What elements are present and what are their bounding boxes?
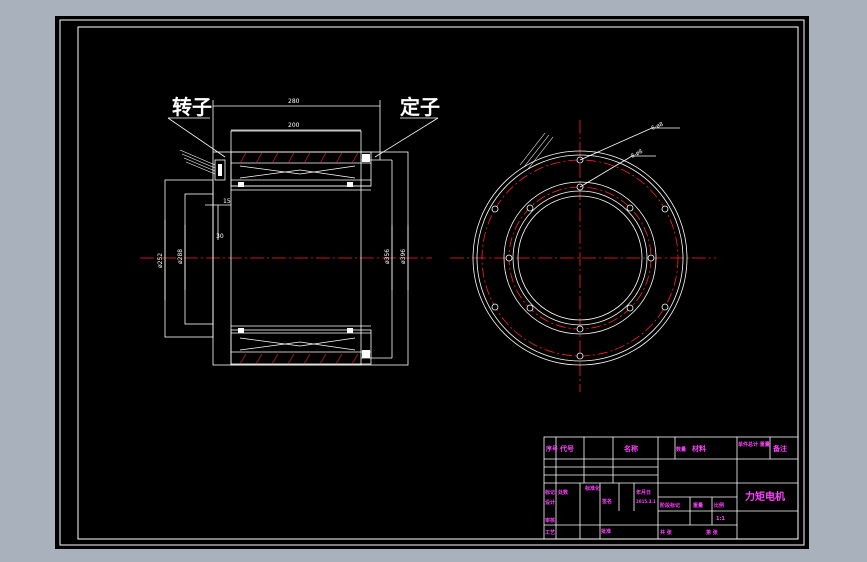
drawing-sheet <box>55 16 809 549</box>
section-view <box>140 100 439 366</box>
dim-200: 200 <box>288 122 300 129</box>
tb-name: 名称 <box>624 444 638 453</box>
tb-code: 代号 <box>559 444 574 453</box>
rotor-bore <box>517 195 643 321</box>
tb-standardize: 标准化 <box>584 485 600 492</box>
tb-review: 审核 <box>545 517 555 524</box>
dim-phi396: ø396 <box>400 249 407 264</box>
tb-qty: 数量 <box>676 446 686 453</box>
label-stator: 定子 <box>400 95 440 119</box>
cable-bundle-right <box>519 132 554 170</box>
label-rotor: 转子 <box>172 95 212 119</box>
tb-remark: 备注 <box>772 444 787 453</box>
tb-process: 工艺 <box>545 529 555 536</box>
tb-date: 年月日 <box>636 489 651 496</box>
end-view <box>450 120 716 392</box>
tb-material: 材料 <box>691 444 706 453</box>
sheet-frame-outer <box>59 19 805 546</box>
tb-sign: 签名 <box>601 498 612 505</box>
tb-weight: 重量 <box>693 502 703 509</box>
sheet-frame-inner <box>77 26 799 540</box>
dim-phi288: ø288 <box>177 249 184 264</box>
tb-approve: 批准 <box>601 528 611 535</box>
tb-design: 设计 <box>545 499 555 506</box>
outer-ring <box>472 150 688 366</box>
tb-sheet-no: 第 张 <box>706 529 719 536</box>
dim-30: 30 <box>216 233 224 240</box>
stator-core <box>230 130 362 366</box>
tb-count: 处数 <box>557 489 569 496</box>
dim-phi356: ø356 <box>384 249 391 264</box>
title-block <box>543 436 799 540</box>
tb-scale-value: 1:1 <box>716 516 725 522</box>
tb-weight-head: 单件总计 重量 <box>738 441 770 448</box>
dim-15: 15 <box>223 198 231 205</box>
top-winding <box>230 151 372 191</box>
callout-hole-outer: 6-ø8 <box>651 121 665 131</box>
tb-stage-mark: 阶段标记 <box>660 502 680 509</box>
tb-part-name: 力矩电机 <box>745 490 785 503</box>
tb-scale: 比例 <box>714 502 724 509</box>
tb-sheet-total: 共 张 <box>660 529 673 536</box>
tb-date-value: 2015.3.1 <box>636 499 656 504</box>
tb-seq: 序号 <box>545 445 558 453</box>
callout-hole-inner: 8-ø8 <box>630 148 644 159</box>
dim-280: 280 <box>288 98 300 105</box>
tb-mark: 标记 <box>544 489 555 496</box>
cable-bundle-left <box>179 149 216 175</box>
dim-phi252: ø252 <box>157 253 164 268</box>
